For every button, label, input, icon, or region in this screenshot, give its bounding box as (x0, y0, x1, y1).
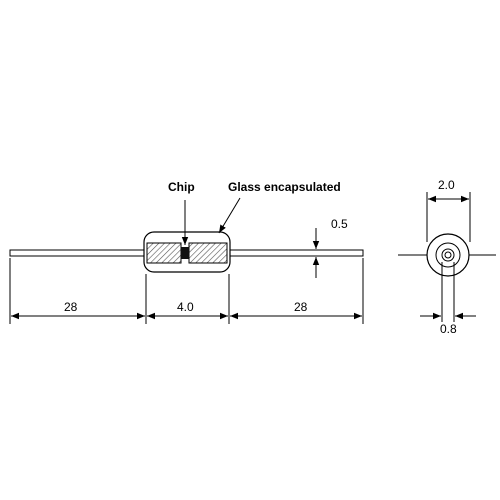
right-slug (188, 242, 228, 264)
left-lead (9, 249, 147, 257)
end-view: 2.0 0.8 (398, 178, 496, 336)
chip-label: Chip (168, 180, 195, 194)
dim-lead-diameter-value: 0.5 (331, 217, 348, 231)
dim-body-diameter-value: 2.0 (438, 178, 455, 192)
dim-left-lead-value: 28 (64, 300, 78, 314)
end-view-center (444, 251, 452, 259)
glass-label: Glass encapsulated (228, 180, 341, 194)
left-slug (146, 242, 182, 264)
dim-right-lead-value: 28 (294, 300, 308, 314)
extension-lines (9, 258, 364, 324)
dim-end-small-value: 0.8 (440, 322, 457, 336)
dim-body-value: 4.0 (177, 300, 194, 314)
chip (181, 247, 189, 259)
glass-leader (218, 197, 241, 234)
right-lead (227, 249, 364, 257)
side-view: Chip Glass encapsulated 28 4.0 28 0.5 (9, 180, 364, 324)
end-view-extension-lines (426, 192, 471, 322)
